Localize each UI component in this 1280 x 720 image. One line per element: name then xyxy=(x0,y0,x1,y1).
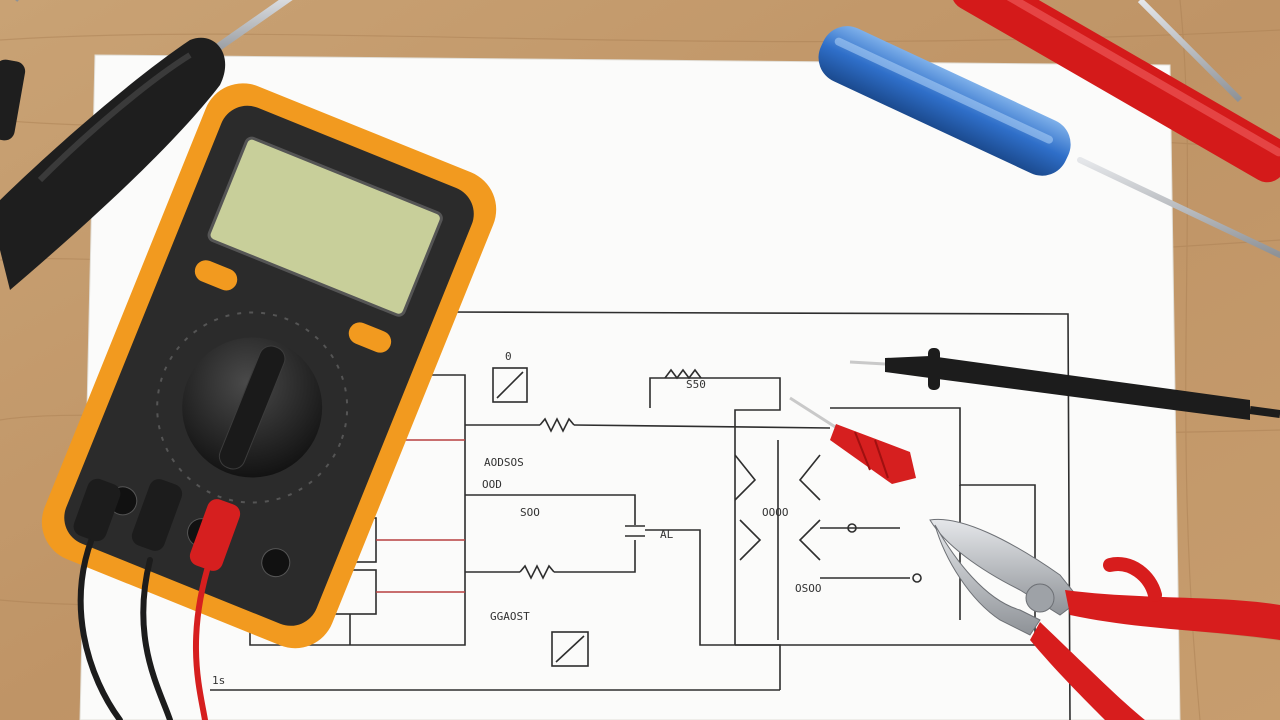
label-block-d: GGAOST xyxy=(490,610,530,623)
lcd-display xyxy=(207,136,443,317)
label-block-f: OSOO xyxy=(795,582,822,595)
label-block-e: OOOO xyxy=(762,506,789,519)
red-test-probe xyxy=(789,396,916,484)
black-test-probe xyxy=(849,348,1280,420)
label-block-c: SOO xyxy=(520,506,540,519)
schematic-labels: 1s 0 AODSOS OOD SOO GGAOST OOOO OSOO S50… xyxy=(212,350,822,687)
function-button-left[interactable] xyxy=(192,257,241,294)
red-tool-handle xyxy=(951,0,1280,183)
blue-screwdriver xyxy=(818,26,1280,258)
black-screwdriver xyxy=(0,0,293,290)
label-value-a: S50 xyxy=(686,378,706,391)
function-button-right[interactable] xyxy=(345,319,394,356)
label-top: 0 xyxy=(505,350,512,363)
label-block-a: AODSOS xyxy=(484,456,524,469)
label-block-b: OOD xyxy=(482,478,502,491)
label-value-b: AL xyxy=(660,528,674,541)
pliers xyxy=(929,518,1280,720)
label-corner: 1s xyxy=(212,674,225,687)
probe-leads xyxy=(73,478,241,720)
probe-jack-a xyxy=(261,548,291,578)
